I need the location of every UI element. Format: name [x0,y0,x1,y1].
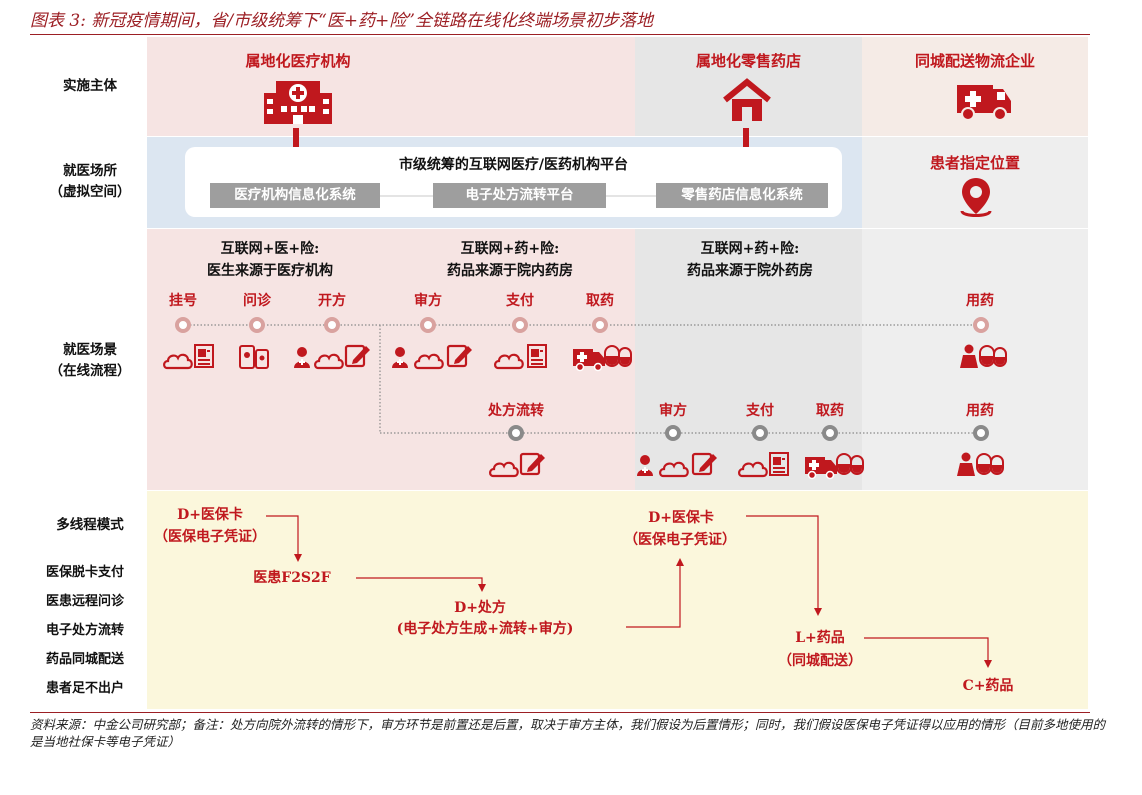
node-review-2 [665,425,681,441]
step-review: 审方 [414,293,442,309]
row-label-venue-sub: （虚拟空间） [49,184,131,200]
node-pay [512,317,528,333]
node-use [973,317,989,333]
side-item-3: 药品同城配送 [46,652,125,667]
node-use-2 [973,425,989,441]
side-item-4: 患者足不出户 [46,681,125,696]
pill-rx-platform: 电子处方流转平台 [433,183,606,208]
entity-pharmacy-label: 属地化零售药店 [695,52,801,70]
row-label-entity: 实施主体 [63,78,117,94]
step-use: 用药 [966,293,994,309]
node-pay-2 [752,425,768,441]
model-1-line-2: 医生来源于医疗机构 [207,263,333,279]
flow-d-card-2: D+医保卡 [648,510,714,526]
side-item-1: 医患远程问诊 [46,594,125,609]
node-review [420,317,436,333]
title-rule [30,34,1090,35]
step-consult: 问诊 [243,293,271,309]
side-item-2: 电子处方流转 [46,623,125,638]
flow-l-drug-sub: （同城配送） [778,653,862,669]
bg-scene-pink [147,229,635,490]
row-label-scene-sub: （在线流程） [49,363,131,379]
flow-d-card-1: D+医保卡 [177,507,243,523]
node-transfer [508,425,524,441]
node-pickup-2 [822,425,838,441]
figure-title: 图表 3: 新冠疫情期间，省/市级统筹下“医+药+险”全链路在线化终端场景初步落… [30,11,653,31]
node-consult [249,317,265,333]
ambulance-icon [957,85,1011,121]
flow-f2s2f: 医患F2S2F [253,570,331,586]
hospital-icon [264,81,332,124]
side-item-0: 医保脱卡支付 [46,565,125,580]
platform-title: 市级统筹的互联网医疗/医药机构平台 [398,157,629,173]
model-1-line-1: 互联网+医+险: [220,241,320,257]
step-pickup: 取药 [586,293,614,309]
step-pickup-2: 取药 [816,403,844,419]
house-icon [723,78,771,121]
entity-logistics-label: 同城配送物流企业 [914,52,1035,70]
step-register: 挂号 [169,293,197,309]
bg-scene-gray [635,229,862,490]
flow-d-rx-sub: (电子处方生成+流转+审方) [396,621,574,637]
flow-l-drug: L+药品 [795,630,845,646]
node-register [175,317,191,333]
model-2-line-1: 互联网+药+险: [460,241,560,257]
row-label-scene: 就医场景 [63,342,117,358]
source-note: 资料来源：中金公司研究部；备注：处方向院外流转的情形下，审方环节是前置还是后置，… [30,717,1106,749]
model-3-line-2: 药品来源于院外药房 [687,263,813,279]
step-pay: 支付 [506,293,534,309]
patient-location-label: 患者指定位置 [929,154,1020,172]
model-3-line-1: 互联网+药+险: [700,241,800,257]
flow-d-card-1-sub: （医保电子凭证） [154,529,266,545]
node-pickup [592,317,608,333]
step-prescribe: 开方 [318,293,346,309]
row-label-mode: 多线程模式 [56,517,124,533]
node-prescribe [324,317,340,333]
model-2-line-2: 药品来源于院内药房 [447,263,573,279]
step-transfer: 处方流转 [488,403,544,419]
pill-pharmacy-system: 零售药店信息化系统 [656,183,828,208]
step-review-2: 审方 [659,403,687,419]
flow-c-drug: C+药品 [962,678,1014,694]
step-use-2: 用药 [966,403,994,419]
bottom-rule [30,712,1090,713]
entity-hospital-label: 属地化医疗机构 [245,52,351,70]
pill-hospital-system: 医疗机构信息化系统 [210,183,380,208]
row-label-venue: 就医场所 [63,163,117,179]
step-pay-2: 支付 [746,403,774,419]
flow-d-rx: D+处方 [454,600,506,616]
flow-d-card-2-sub: （医保电子凭证） [624,532,736,548]
location-pin-icon [960,178,992,217]
bg-mode-yellow [147,491,1088,709]
bg-entity-pink [147,37,635,136]
